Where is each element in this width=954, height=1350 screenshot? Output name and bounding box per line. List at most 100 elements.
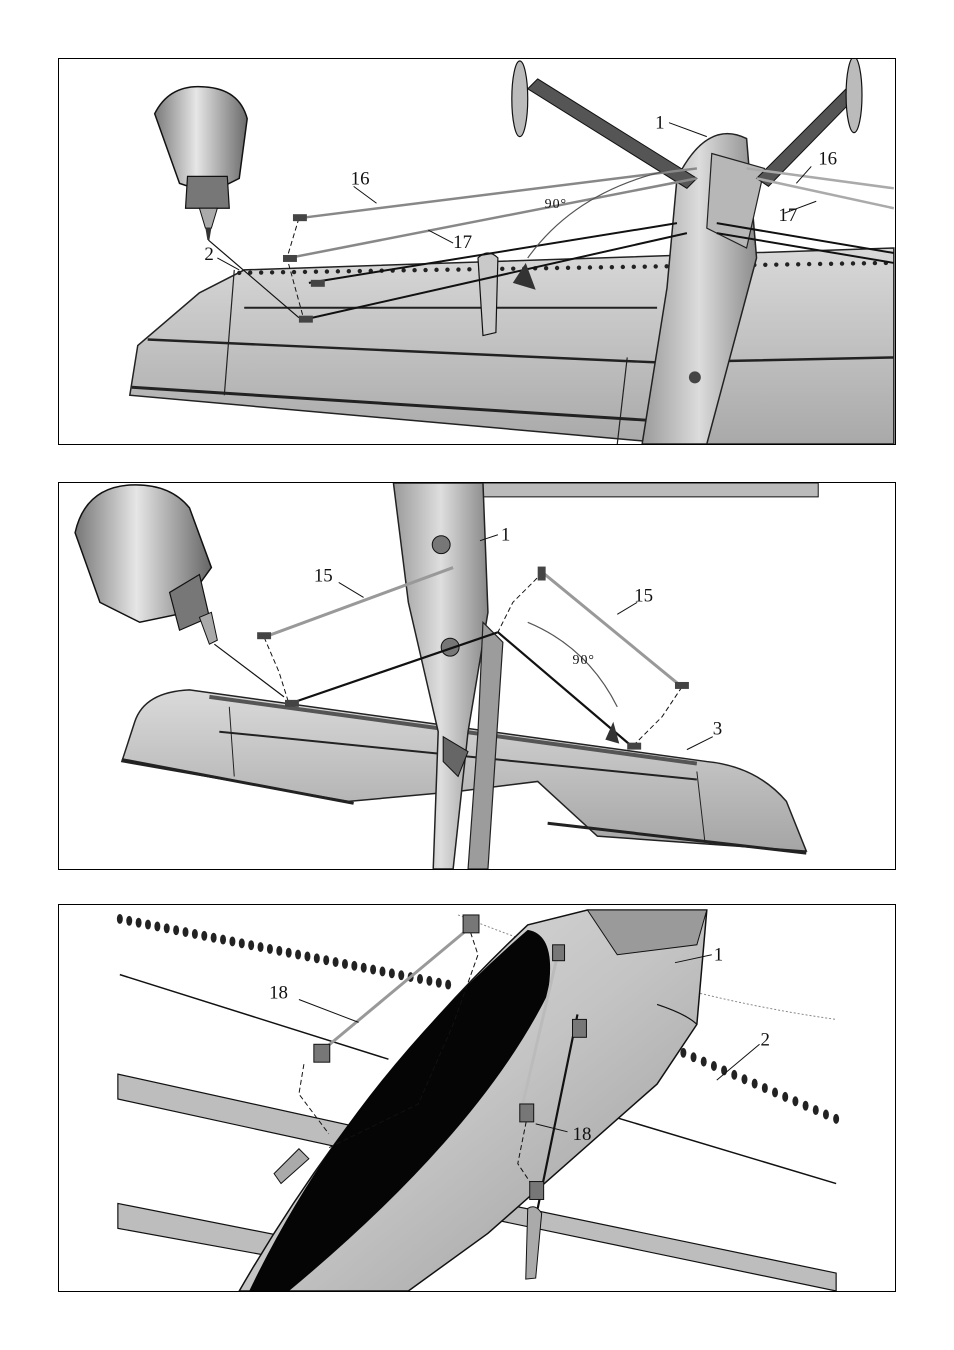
rivet: [862, 261, 866, 265]
rivet: [164, 923, 170, 933]
angle-label-90: 90°: [545, 197, 567, 212]
rivet: [701, 1057, 707, 1067]
rivet: [239, 938, 245, 948]
rivet: [292, 270, 296, 274]
rivet: [248, 940, 254, 950]
rivet: [711, 1061, 717, 1071]
rivet: [632, 265, 636, 269]
rivet: [342, 959, 348, 969]
rivet: [126, 916, 132, 926]
rivet: [192, 929, 198, 939]
callout-strut-18-right: 18: [573, 1124, 592, 1145]
rivet: [303, 270, 307, 274]
rivet: [803, 1101, 809, 1111]
rivet: [220, 935, 226, 945]
rivet: [445, 267, 449, 271]
rivet: [323, 955, 329, 965]
rivet: [136, 918, 142, 928]
rivet: [258, 942, 264, 952]
rivet: [785, 262, 789, 266]
rivet: [680, 1048, 686, 1058]
rivet: [500, 267, 504, 271]
rivet: [588, 265, 592, 269]
fuselage-tail: [393, 483, 502, 869]
rivet: [796, 262, 800, 266]
rivet: [772, 1087, 778, 1097]
rivet: [314, 270, 318, 274]
callout-leaders: [339, 535, 713, 750]
rivet: [774, 262, 778, 266]
rivet: [398, 970, 404, 980]
rivet: [691, 1052, 697, 1062]
rivet: [351, 961, 357, 971]
rivet: [511, 266, 515, 270]
callout-strut-18-left: 18: [269, 983, 288, 1004]
rivet: [211, 933, 217, 943]
rivet: [851, 261, 855, 265]
rivet: [445, 980, 451, 990]
rivet: [259, 270, 263, 274]
rivet: [173, 925, 179, 935]
rivet: [370, 965, 376, 975]
rivet: [566, 266, 570, 270]
rivet: [361, 963, 367, 973]
rivet: [792, 1096, 798, 1106]
rivet: [610, 265, 614, 269]
rivet: [621, 265, 625, 269]
callout-stabilizer-3: 3: [713, 719, 722, 740]
rivet: [813, 1105, 819, 1115]
rivet: [436, 978, 442, 988]
rivet: [145, 920, 151, 930]
callout-wire-16: 16: [351, 168, 370, 189]
glue-bottle: [75, 485, 284, 697]
callout-fuselage-1: 1: [655, 113, 664, 134]
callout-wire-17-right: 17: [778, 205, 797, 226]
rivet: [807, 262, 811, 266]
rivet: [423, 268, 427, 272]
rivet: [304, 951, 310, 961]
rivet: [782, 1092, 788, 1102]
rivet: [763, 263, 767, 267]
rivet: [270, 270, 274, 274]
rivet: [823, 1110, 829, 1120]
rivet: [183, 927, 189, 937]
rivet: [201, 931, 207, 941]
tail-wire-illustration: 1 15 15 90° 3: [59, 483, 895, 869]
rivet: [741, 1074, 747, 1084]
rivet: [426, 976, 432, 986]
rivet: [762, 1083, 768, 1093]
rivet: [229, 936, 235, 946]
rivet: [599, 265, 603, 269]
rivet: [286, 948, 292, 958]
rivet: [401, 268, 405, 272]
assembly-step-tail-wires: 1 15 15 90° 3: [58, 482, 896, 870]
rivet: [380, 966, 386, 976]
rivet: [467, 267, 471, 271]
callout-wire-17: 17: [453, 232, 472, 253]
callout-wing-2: 2: [761, 1029, 770, 1050]
rivet: [336, 269, 340, 273]
rivet: [456, 267, 460, 271]
rivet: [295, 950, 301, 960]
rivet: [731, 1070, 737, 1080]
callout-fuselage-1: 1: [714, 945, 723, 966]
rivet: [417, 974, 423, 984]
rivet: [154, 921, 160, 931]
rivet: [347, 269, 351, 273]
rivet: [434, 268, 438, 272]
rivet: [281, 270, 285, 274]
callout-wing-2: 2: [204, 244, 213, 265]
rivet: [829, 262, 833, 266]
angle-label-90: 90°: [573, 653, 595, 668]
rivet: [276, 946, 282, 956]
rivet: [333, 957, 339, 967]
rivet: [654, 264, 658, 268]
rivet: [555, 266, 559, 270]
wing: [130, 248, 894, 444]
rivet: [840, 261, 844, 265]
rivet: [325, 269, 329, 273]
wing-wire-illustration: 1 2 16 17 16 17 90°: [59, 59, 895, 444]
callout-wire-15-right: 15: [634, 585, 653, 606]
wing-rivet-row-left: [117, 914, 451, 990]
rivet: [358, 269, 362, 273]
